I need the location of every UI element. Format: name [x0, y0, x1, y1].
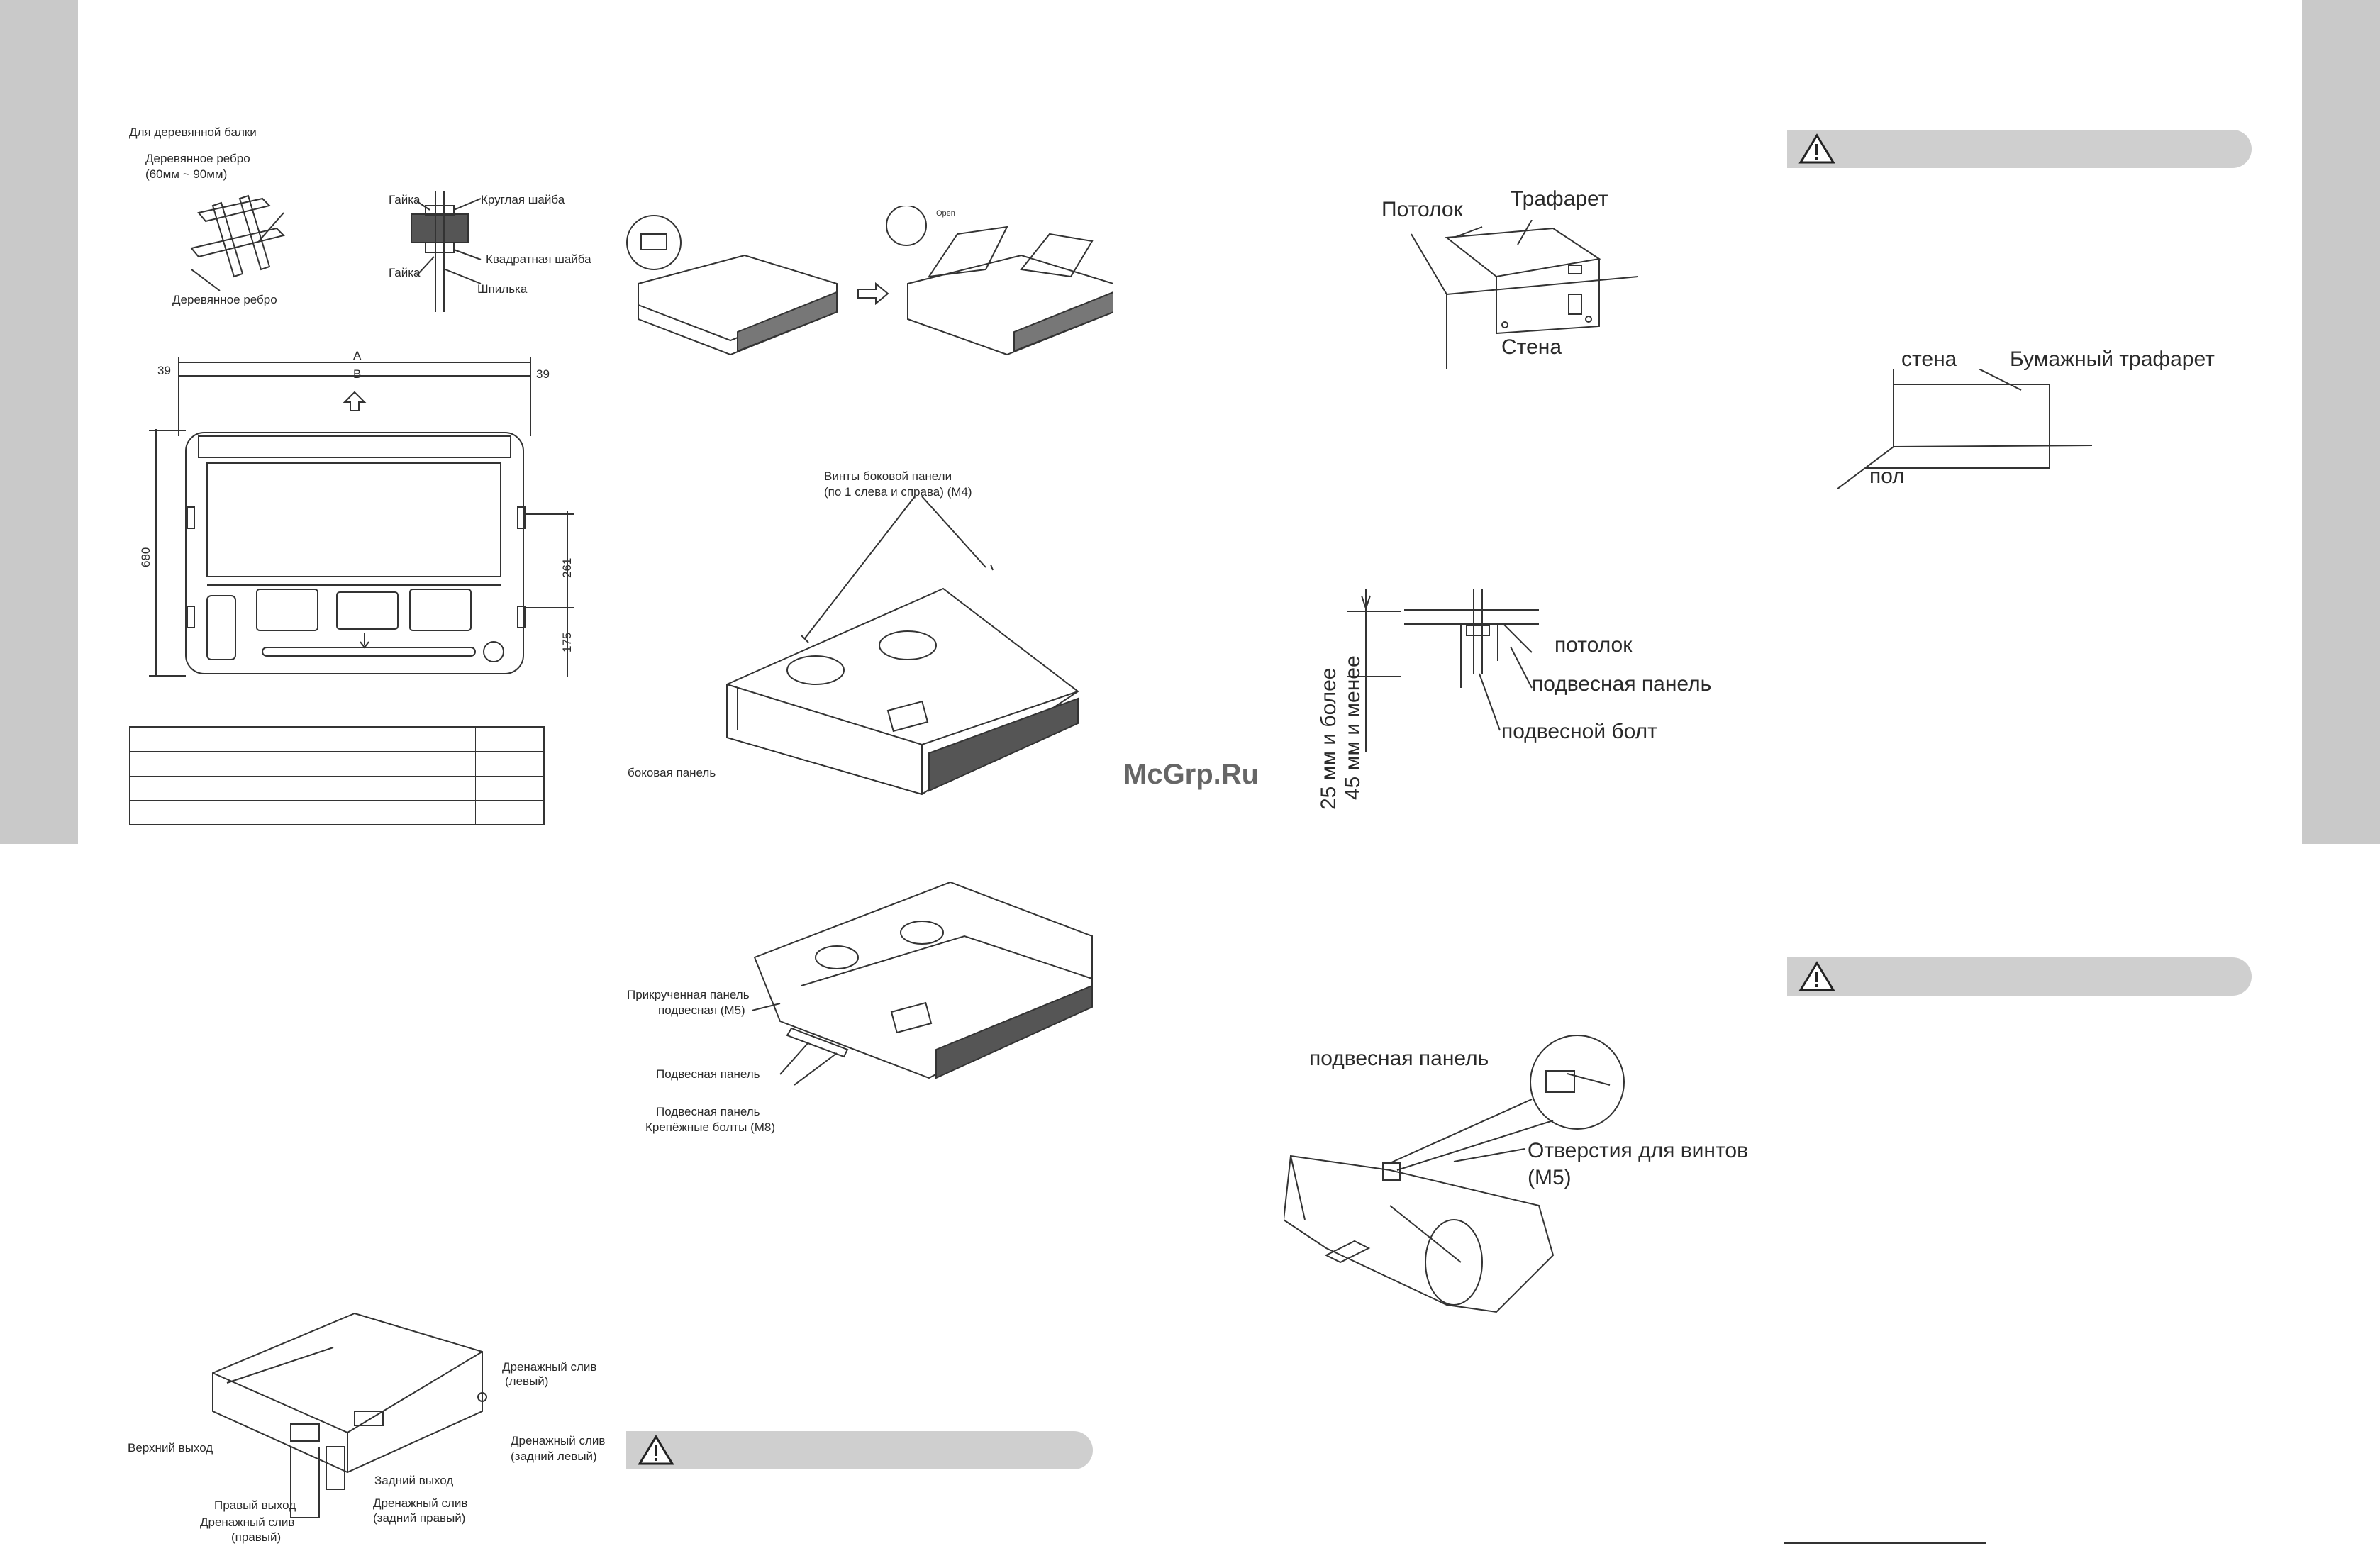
hang-panel-label: подвесная панель — [1532, 672, 1712, 696]
spec-cell — [404, 775, 476, 801]
side-panel-label: боковая панель — [628, 766, 716, 779]
ceiling-small-label: потолок — [1555, 633, 1633, 657]
spec-cell — [404, 800, 476, 825]
bolt-assembly-figure — [411, 191, 482, 312]
wood-beam-figure — [190, 194, 285, 291]
spec-cell — [129, 726, 404, 752]
wall-label: Стена — [1501, 335, 1562, 359]
top-outlet-label: Верхний выход — [128, 1441, 213, 1455]
warning-icon — [1798, 133, 1835, 164]
spec-cell — [404, 726, 476, 752]
drain-left-sub: (левый) — [505, 1374, 549, 1388]
dim-right-39: 39 — [536, 367, 550, 381]
unit-dimension-drawing — [149, 357, 574, 677]
template-label: Трафарет — [1511, 187, 1608, 211]
side-panel-figure — [726, 496, 1079, 796]
spec-cell — [475, 751, 545, 777]
hanging-panel-figure — [752, 881, 1093, 1086]
nut-top-label: Гайка — [389, 193, 421, 206]
paper-template-label: Бумажный трафарет — [2010, 347, 2215, 371]
unit-bottom-view-figure — [212, 1312, 487, 1518]
caution-bar-right-bottom — [1787, 957, 2252, 996]
rear-outlet-label: Задний выход — [374, 1474, 454, 1487]
round-washer-label: Круглая шайба — [481, 193, 565, 206]
wood-rib-label: Деревянное ребро — [145, 152, 250, 165]
drain-right-sub: (правый) — [231, 1530, 282, 1544]
right-outlet-label: Правый выход — [214, 1498, 296, 1512]
hanging-panel-label: Подвесная панель — [656, 1067, 760, 1081]
caution-bar-right-top — [1787, 130, 2252, 168]
fix-bolts-label: Крепёжные болты (M8) — [645, 1120, 776, 1134]
screw-holes-label: Отверстия для винтов — [1528, 1139, 1749, 1162]
square-washer-label: Квадратная шайба — [486, 252, 591, 266]
wood-rib-size: (60мм ~ 90мм) — [145, 167, 228, 181]
side-screws-title: Винты боковой панели — [824, 469, 952, 483]
filter-open-figure: Open — [626, 206, 1113, 356]
gap-max-label: 45 мм и менее — [1341, 655, 1364, 800]
footnote-rule — [1784, 1542, 1986, 1544]
screw-holes-figure — [1284, 1035, 1625, 1313]
right-side-tab — [2302, 0, 2380, 844]
dim-left-39: 39 — [157, 364, 171, 377]
dim-b-label: B — [353, 367, 362, 381]
hanging-bolt-gap-figure — [1347, 589, 1539, 752]
gap-min-label: 25 мм и более — [1317, 667, 1340, 810]
wall-small-label: стена — [1901, 347, 1957, 371]
wood-beam-title: Для деревянной балки — [129, 126, 257, 139]
side-screws-sub: (по 1 слева и справа) (M4) — [824, 485, 972, 499]
spec-cell — [475, 800, 545, 825]
hanging-m5-label: подвесная (M5) — [658, 1003, 745, 1017]
screw-holes-sub: (M5) — [1528, 1166, 1572, 1189]
wood-rib-bottom-label: Деревянное ребро — [172, 293, 277, 306]
dim-a-label: A — [353, 349, 362, 362]
caution-bar-middle — [626, 1431, 1093, 1469]
spec-table — [129, 726, 545, 825]
ceiling-template-figure — [1411, 220, 1639, 369]
open-tag-label: Open — [936, 209, 955, 218]
drain-back-right-label: Дренажный слив — [373, 1496, 468, 1510]
spec-cell — [129, 800, 404, 825]
drain-right-label: Дренажный слив — [200, 1516, 295, 1529]
fixed-panel-label: Прикрученная панель — [627, 988, 750, 1001]
wall-template-figure — [1837, 369, 2093, 489]
drain-left-label: Дренажный слив — [502, 1360, 597, 1374]
spec-cell — [475, 775, 545, 801]
spec-cell — [404, 751, 476, 777]
spec-cell — [475, 726, 545, 752]
watermark: McGrp.Ru — [1123, 759, 1259, 790]
drain-back-right-sub: (задний правый) — [373, 1511, 466, 1525]
spec-cell — [129, 751, 404, 777]
drain-back-left-label: Дренажный слив — [511, 1434, 606, 1447]
spec-cell — [129, 775, 404, 801]
warning-icon — [1798, 961, 1835, 991]
ceiling-label: Потолок — [1381, 198, 1463, 221]
stud-label: Шпилька — [477, 282, 528, 296]
hang-bolt-label: подвесной болт — [1501, 720, 1657, 743]
hang-panel-2-label: подвесная панель — [1309, 1047, 1489, 1070]
drain-back-left-sub: (задний левый) — [511, 1450, 597, 1463]
left-side-tab — [0, 0, 78, 844]
warning-icon — [638, 1435, 674, 1465]
nut-bottom-label: Гайка — [389, 266, 421, 279]
hanging-panel-label-2: Подвесная панель — [656, 1105, 760, 1118]
